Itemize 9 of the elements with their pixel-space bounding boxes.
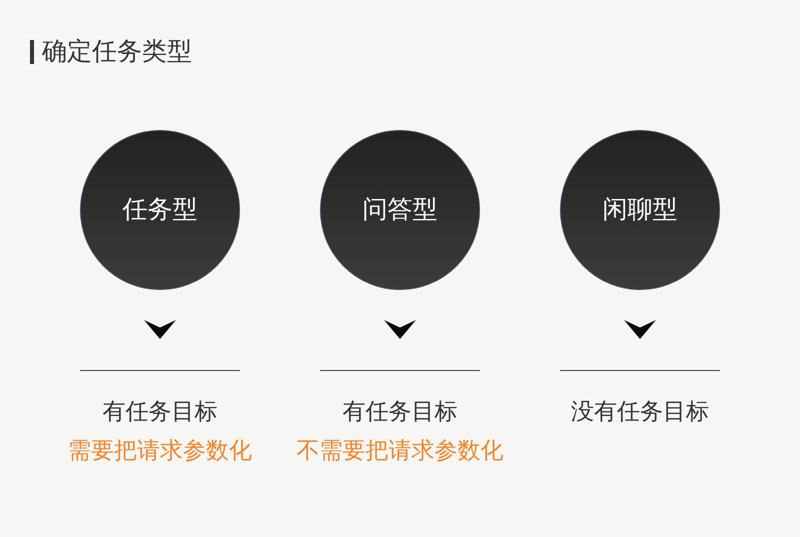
description-text: 有任务目标: [102, 398, 218, 426]
description-text: 需要把请求参数化: [68, 438, 252, 464]
title: 确定任务类型: [42, 38, 192, 66]
description-text: 不需要把请求参数化: [296, 438, 504, 464]
circle-label: 任务型: [122, 196, 198, 224]
description-text: 没有任务目标: [571, 398, 709, 426]
circle-label: 闲聊型: [602, 196, 678, 224]
description-text: 有任务目标: [342, 398, 458, 426]
circle-label: 问答型: [362, 196, 438, 224]
